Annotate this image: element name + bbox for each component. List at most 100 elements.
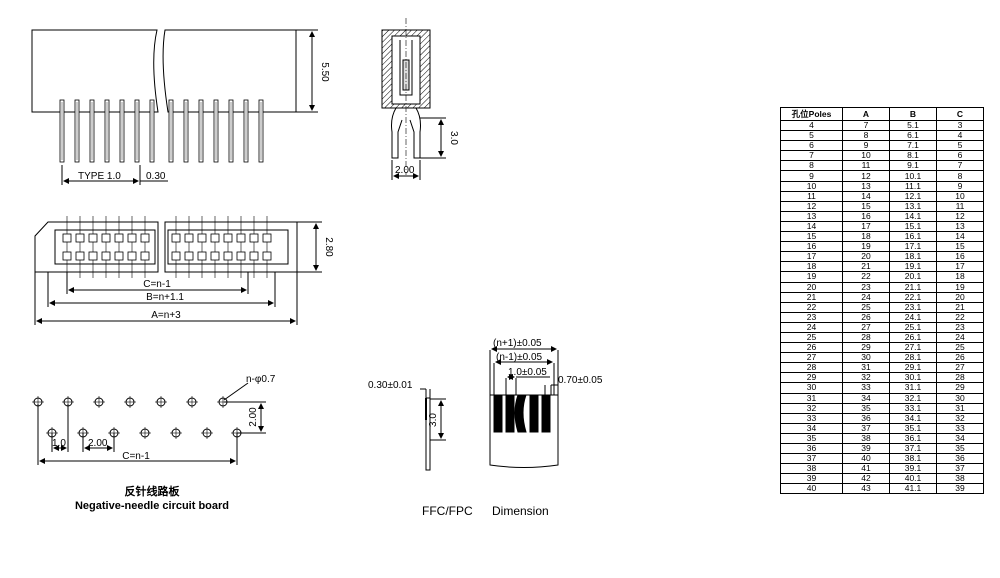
ffc-conductor [541, 394, 551, 433]
table-cell: 6 [936, 150, 984, 162]
table-cell: 16 [842, 210, 890, 222]
table-cell: 40 [842, 453, 890, 465]
table-cell: 14.1 [889, 210, 937, 222]
table-cell: 5 [780, 130, 843, 142]
table-cell: 32 [842, 372, 890, 384]
table-cell: 16 [780, 241, 843, 253]
table-cell: 19.1 [889, 261, 937, 273]
table-cell: 35 [936, 442, 984, 455]
table-cell: 40.1 [889, 473, 937, 485]
contact-pad [140, 251, 150, 261]
table-cell: 21.1 [889, 281, 937, 293]
table-cell: 8 [780, 160, 843, 172]
table-cell: 31 [780, 392, 843, 404]
table-cell: 10 [780, 180, 843, 192]
table-cell: 18 [842, 231, 890, 243]
table-cell: 4 [780, 119, 843, 132]
table-cell: 7.1 [889, 140, 937, 152]
table-cell: 22 [780, 301, 843, 313]
table-header-cell: 孔位Poles [780, 107, 843, 121]
table-cell: 12.1 [889, 190, 937, 202]
table-cell: 33 [780, 412, 843, 424]
contact-pad [223, 251, 233, 261]
table-cell: 32 [936, 412, 984, 424]
table-cell: 20 [936, 291, 984, 303]
table-cell: 26.1 [889, 331, 937, 344]
contact-pad [62, 251, 72, 261]
table-cell: 14 [936, 231, 984, 243]
table-header-cell: A [842, 107, 890, 121]
table-cell: 33 [842, 382, 890, 394]
dim-pcb-1-0: 1.0 [52, 438, 66, 449]
contact-pad [210, 233, 220, 243]
table-cell: 17 [936, 261, 984, 273]
table-cell: 8 [936, 170, 984, 182]
table-cell: 11 [842, 160, 890, 172]
pcb-layout [32, 382, 266, 465]
dim-ffc-n-minus-1: (n-1)±0.05 [496, 352, 543, 363]
table-cell: 36 [842, 412, 890, 424]
dim-b: B=n+1.1 [146, 292, 184, 303]
table-cell: 18 [936, 271, 984, 283]
table-cell: 10 [842, 150, 890, 162]
table-cell: 24.1 [889, 311, 937, 323]
table-cell: 3 [936, 119, 984, 132]
contact-pad [140, 233, 150, 243]
table-cell: 14 [780, 220, 843, 233]
table-cell: 24 [842, 291, 890, 303]
dim-ffc-0-70: 0.70±0.05 [558, 375, 603, 386]
table-cell: 18.1 [889, 251, 937, 263]
table-cell: 26 [936, 352, 984, 364]
ffc-conductor [514, 394, 527, 433]
dim-hole: n-φ0.7 [246, 374, 276, 385]
table-cell: 16.1 [889, 231, 937, 243]
table-cell: 9.1 [889, 160, 937, 172]
table-cell: 8.1 [889, 150, 937, 162]
table-cell: 38 [780, 463, 843, 475]
table-cell: 15 [936, 241, 984, 253]
table-cell: 43 [842, 483, 890, 495]
ffc-conductor [505, 394, 515, 433]
dim-ffc-1-0: 1.0±0.05 [508, 367, 547, 378]
table-cell: 7 [936, 160, 984, 172]
table-cell: 23 [936, 321, 984, 333]
table-cell: 21 [780, 291, 843, 303]
front-view [31, 29, 318, 185]
dim-5-50: 5.50 [319, 62, 330, 82]
table-cell: 30.1 [889, 372, 937, 384]
table-cell: 34 [842, 392, 890, 404]
dim-2-80: 2.80 [323, 237, 334, 257]
table-cell: 30 [780, 382, 843, 394]
table-cell: 39 [936, 483, 984, 495]
table-cell: 37.1 [889, 442, 937, 455]
table-cell: 36 [780, 442, 843, 455]
table-cell: 22 [842, 271, 890, 283]
contact-pad [184, 233, 194, 243]
table-cell: 27 [780, 352, 843, 364]
table-header-cell: C [936, 107, 984, 121]
contact-pad [62, 233, 72, 243]
table-cell: 23.1 [889, 301, 937, 313]
contact-pad [262, 233, 272, 243]
table-cell: 32.1 [889, 392, 937, 404]
table-cell: 7 [842, 119, 890, 132]
table-cell: 8 [842, 130, 890, 142]
table-cell: 19 [842, 241, 890, 253]
table-cell: 19 [780, 271, 843, 283]
contact-pad [127, 251, 137, 261]
